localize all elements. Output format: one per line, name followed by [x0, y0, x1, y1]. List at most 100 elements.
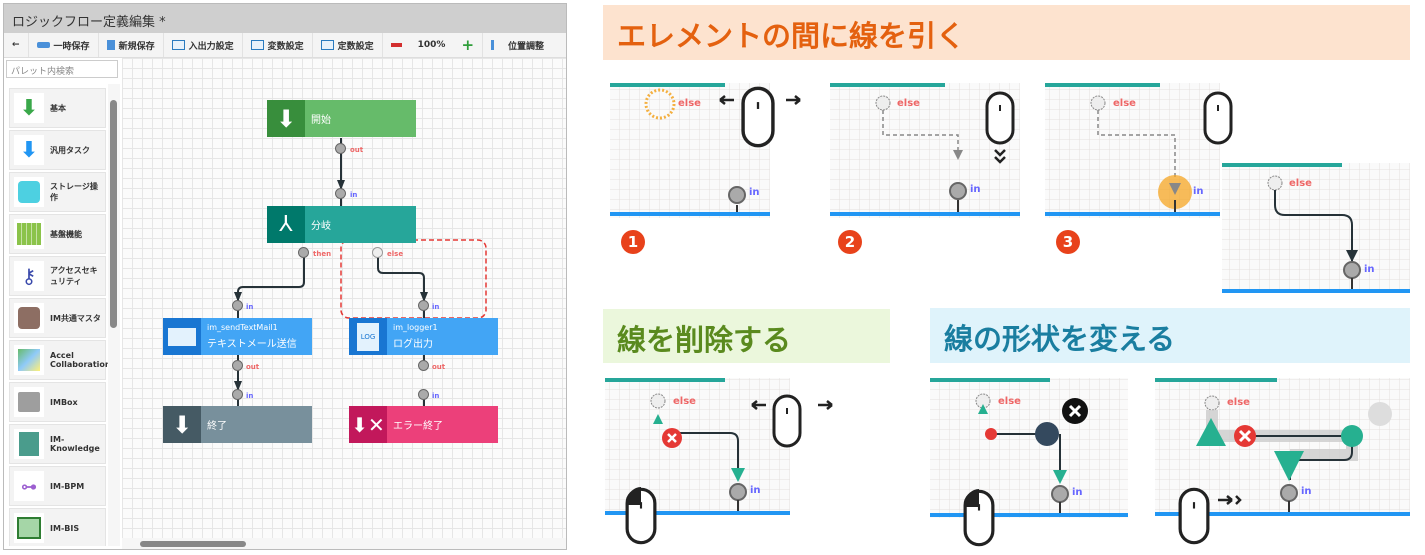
draw-line-heading: エレメントの間に線を引く — [603, 5, 1410, 60]
draw-step-1-panel — [610, 83, 801, 218]
port-label: out — [350, 146, 364, 154]
scrollbar-thumb[interactable] — [140, 541, 246, 547]
log-file-icon: LOG — [349, 318, 387, 355]
palette-item-label: ストレージ操作 — [50, 182, 98, 202]
canvas-horizontal-scrollbar[interactable] — [122, 538, 566, 549]
temp-save-label: 一時保存 — [53, 41, 90, 52]
window-icon — [250, 40, 264, 50]
new-save-button[interactable]: 新規保存 — [99, 33, 164, 57]
palette: ⬇ 基本 ⬇ 汎用タスク ストレージ操作 基盤機能 ⚷アクセスセキュリティ IM共通… — [6, 84, 108, 546]
port-out[interactable] — [335, 143, 346, 154]
palette-item-label: IM-Knowledge — [50, 435, 100, 453]
start-arrow-icon: ⬇ — [267, 100, 305, 137]
change-shape-panel-2 — [1155, 378, 1410, 545]
io-settings-button[interactable]: 入出力設定 — [164, 33, 243, 57]
connector-else[interactable] — [377, 253, 425, 318]
step-number-1: 1 — [621, 230, 645, 254]
mouse-icon — [1203, 91, 1233, 145]
else-label: else — [673, 396, 696, 407]
palette-item-label: IMBox — [50, 397, 78, 407]
master-db-icon — [14, 303, 44, 333]
port-in[interactable] — [335, 188, 346, 199]
palette-item-label: 汎用タスク — [50, 145, 90, 155]
io-settings-label: 入出力設定 — [188, 41, 234, 52]
palette-search-input[interactable]: パレット内検索 — [6, 60, 118, 78]
node-branch[interactable]: ⅄分岐 — [267, 206, 416, 243]
port-then[interactable] — [298, 247, 309, 258]
draw-step-2-panel — [830, 83, 1020, 218]
palette-item-imbox[interactable]: IMBox — [9, 382, 106, 422]
in-label: in — [1301, 486, 1312, 497]
else-label: else — [1289, 178, 1312, 189]
palette-item-im-bis[interactable]: IM-BIS — [9, 508, 106, 546]
knowledge-icon — [14, 429, 44, 459]
arrow-down-blue-icon: ⬇ — [14, 135, 44, 165]
palette-item-general-task[interactable]: ⬇ 汎用タスク — [9, 130, 106, 170]
new-save-label: 新規保存 — [118, 41, 155, 52]
window-title: ロジックフロー定義編集 * — [4, 4, 566, 33]
in-label: in — [1072, 487, 1083, 498]
temp-save-button[interactable]: 一時保存 — [29, 33, 99, 57]
in-label: in — [1364, 264, 1375, 275]
palette-item-im-knowledge[interactable]: IM-Knowledge — [9, 424, 106, 464]
collaboration-icon — [14, 345, 44, 375]
port-in[interactable] — [418, 300, 429, 311]
zoom-in-button[interactable]: + — [453, 33, 484, 57]
else-label: else — [998, 396, 1021, 407]
palette-item-basic[interactable]: ⬇ 基本 — [9, 88, 106, 128]
window-icon — [171, 40, 185, 50]
scrollbar-thumb[interactable] — [110, 100, 117, 328]
palette-scrollbar[interactable] — [108, 84, 120, 546]
port-label: then — [313, 250, 332, 258]
scroll-down-icon — [994, 149, 1006, 164]
port-label: in — [432, 303, 440, 311]
port-in[interactable] — [418, 389, 429, 400]
port-in[interactable] — [232, 389, 243, 400]
palette-item-im-master[interactable]: IM共通マスタ — [9, 298, 106, 338]
node-logger[interactable]: LOG im_logger1 ログ出力 — [349, 318, 498, 355]
palette-item-storage[interactable]: ストレージ操作 — [9, 172, 106, 212]
delete-line-panel — [605, 378, 833, 545]
port-label: out — [432, 363, 446, 371]
node-label: 終了 — [207, 421, 227, 432]
port-out[interactable] — [232, 360, 243, 371]
database-icon — [14, 177, 44, 207]
flow-canvas[interactable] — [122, 58, 566, 538]
delete-line-heading: 線を削除する — [603, 309, 890, 363]
node-id: im_logger1 — [393, 323, 438, 332]
in-label: in — [1193, 186, 1204, 197]
arrowhead — [337, 180, 345, 190]
node-error-end[interactable]: ⬇✕エラー終了 — [349, 406, 498, 443]
bend-handle — [1035, 422, 1059, 446]
node-start[interactable]: ⬇開始 — [267, 100, 416, 137]
palette-item-access-security[interactable]: ⚷アクセスセキュリティ — [9, 256, 106, 296]
mouse-icon — [985, 91, 1015, 145]
box-icon — [14, 387, 44, 417]
back-button[interactable]: ← — [4, 33, 29, 57]
port-else[interactable] — [372, 247, 383, 258]
const-settings-button[interactable]: 定数設定 — [313, 33, 383, 57]
var-settings-button[interactable]: 変数設定 — [243, 33, 313, 57]
palette-item-accel-collaboration[interactable]: Accel Collaboration — [9, 340, 108, 380]
mouse-icon — [741, 86, 775, 148]
palette-item-im-bpm[interactable]: ⊶IM-BPM — [9, 466, 106, 506]
node-end[interactable]: ⬇終了 — [163, 406, 312, 443]
key-icon: ⚷ — [14, 261, 44, 291]
port-out[interactable] — [418, 360, 429, 371]
node-label: 分岐 — [311, 221, 331, 232]
palette-item-platform[interactable]: 基盤機能 — [9, 214, 106, 254]
save-new-icon — [106, 40, 115, 50]
logic-flow-editor-window: ロジックフロー定義編集 * ← 一時保存 新規保存 入出力設定 変数設定 定数設… — [3, 3, 567, 550]
port-in[interactable] — [232, 300, 243, 311]
port-label: in — [432, 392, 440, 400]
connector-then[interactable] — [237, 253, 305, 318]
zoom-out-button[interactable] — [383, 33, 410, 57]
arrow-down-green-icon: ⬇ — [14, 93, 44, 123]
palette-item-label: 基本 — [50, 103, 66, 113]
node-label: エラー終了 — [393, 421, 443, 432]
toolbar: ← 一時保存 新規保存 入出力設定 変数設定 定数設定 100% + 位置調整 — [4, 33, 566, 58]
save-icon — [36, 42, 50, 48]
align-button[interactable]: 位置調整 — [483, 33, 552, 57]
node-label: ログ出力 — [393, 339, 433, 350]
